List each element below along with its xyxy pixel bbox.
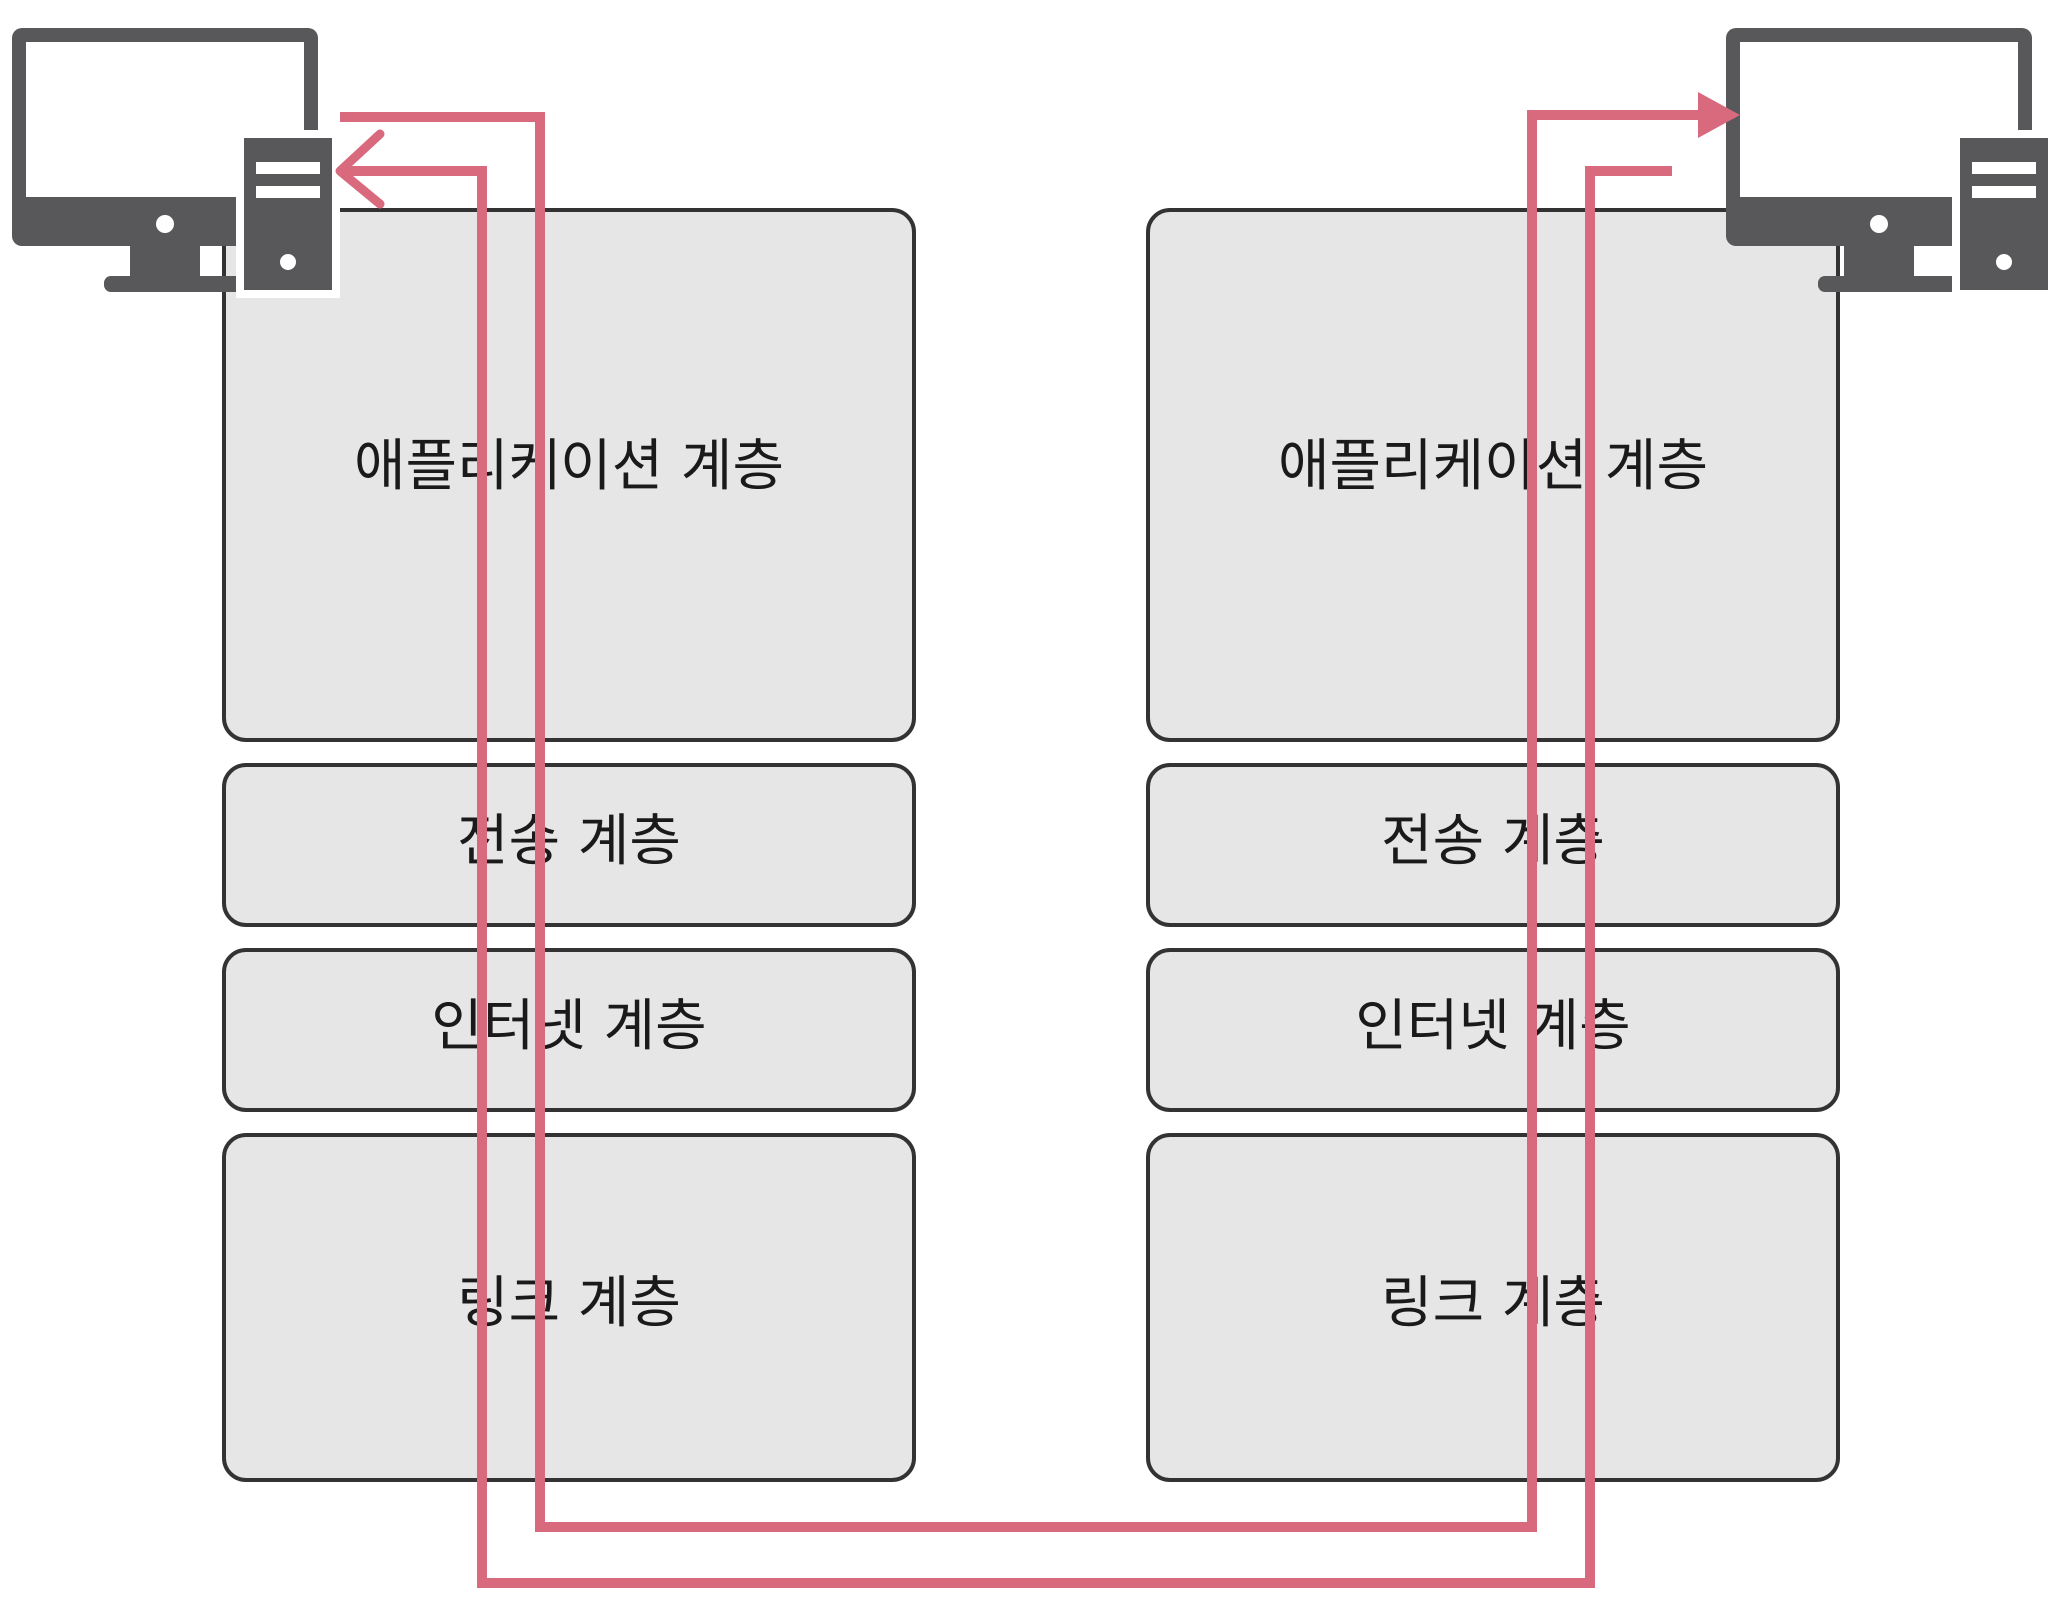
left-link-layer-box	[222, 1133, 916, 1482]
left-stack: 애플리케이션 계층 전송 계층 인터넷 계층 링크 계층	[222, 208, 916, 1482]
right-link-layer-box	[1146, 1133, 1840, 1482]
left-application-layer-label: 애플리케이션 계층	[354, 434, 784, 499]
left-link-layer-label: 링크 계층	[457, 1271, 681, 1336]
return-arrow-head-icon	[335, 129, 385, 209]
right-link-layer-label: 링크 계층	[1381, 1271, 1605, 1336]
return-flow-line	[340, 166, 1672, 1588]
right-transport-layer-box	[1146, 763, 1840, 927]
right-application-layer-box	[1146, 208, 1840, 742]
left-internet-layer-box	[222, 948, 916, 1112]
left-application-layer-box	[222, 208, 916, 742]
left-transport-layer-box	[222, 763, 916, 927]
outgoing-arrow-head-icon	[1698, 92, 1740, 138]
outgoing-flow-line	[340, 110, 1700, 1532]
right-computer-icon	[1726, 28, 2056, 298]
right-stack: 애플리케이션 계층 전송 계층 인터넷 계층 링크 계층	[1146, 208, 1840, 1482]
right-transport-layer-label: 전송 계층	[1381, 809, 1605, 874]
left-internet-layer-label: 인터넷 계층	[431, 994, 706, 1059]
left-transport-layer-label: 전송 계층	[457, 809, 681, 874]
right-application-layer-label: 애플리케이션 계층	[1278, 434, 1708, 499]
right-internet-layer-label: 인터넷 계층	[1355, 994, 1630, 1059]
left-computer-icon	[12, 28, 340, 298]
right-internet-layer-box	[1146, 948, 1840, 1112]
